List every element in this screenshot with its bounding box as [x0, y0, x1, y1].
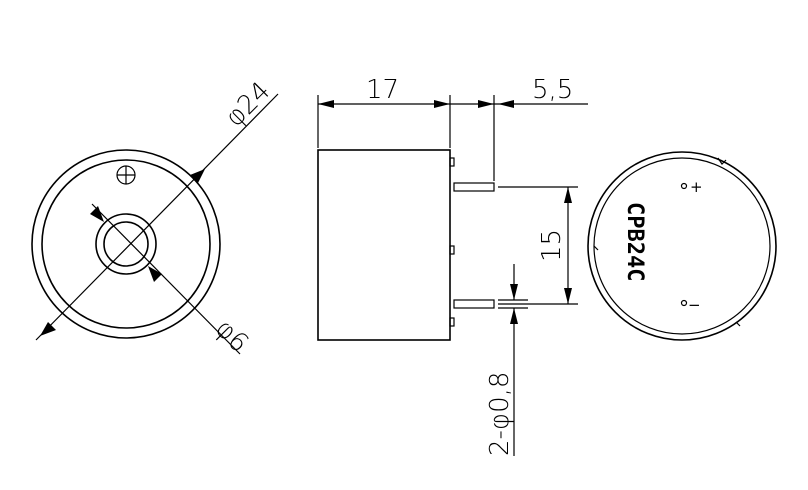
arrow-icon [498, 100, 514, 108]
arrow-icon [510, 284, 518, 300]
arrow-icon [564, 288, 572, 304]
arrow-icon [40, 322, 56, 336]
pin-bottom [453, 299, 495, 309]
arrow-icon [510, 308, 518, 324]
body-outline [317, 149, 451, 341]
bottom-outer-circle [587, 151, 777, 341]
arrow-icon [434, 100, 450, 108]
model-marking: CPB24C [622, 202, 647, 281]
arrow-icon [318, 100, 334, 108]
inner-rim-circle [41, 159, 211, 329]
notch [593, 245, 599, 251]
body-height-label: 17 [366, 75, 399, 105]
positive-polarity-label: + [690, 178, 703, 196]
tab [449, 317, 455, 327]
inner-diameter-label: φ6 [209, 314, 254, 359]
tab [449, 245, 455, 255]
pin-diameter-label: 2-φ0,8 [485, 372, 515, 456]
pin-hole-positive [680, 182, 688, 190]
outer-diameter-dim-line [35, 93, 279, 341]
tab [449, 157, 455, 167]
outer-diameter-label: φ24 [220, 76, 277, 133]
arrow-icon [478, 100, 494, 108]
notch [735, 321, 741, 327]
mark-circle-icon [116, 165, 136, 185]
negative-polarity-label: − [688, 296, 701, 314]
arrow-icon [90, 206, 104, 222]
bottom-view: CPB24C + − [587, 151, 777, 341]
arrow-icon [148, 266, 162, 282]
inner-diameter-dim-line [91, 203, 241, 355]
arrow-icon [564, 187, 572, 203]
sound-hole-outer [95, 213, 157, 275]
side-view: 17 5,5 15 2-φ0,8 [317, 75, 588, 456]
pin-length-label: 5,5 [532, 75, 573, 105]
notch [717, 157, 727, 165]
pin-spacing-label: 15 [537, 229, 567, 262]
arrow-icon [190, 169, 205, 183]
sound-hole-inner [103, 221, 149, 267]
pin-top [453, 182, 495, 192]
outer-circle [31, 149, 221, 339]
pin-hole-negative [680, 299, 688, 307]
top-view: φ24 φ6 [31, 76, 279, 359]
